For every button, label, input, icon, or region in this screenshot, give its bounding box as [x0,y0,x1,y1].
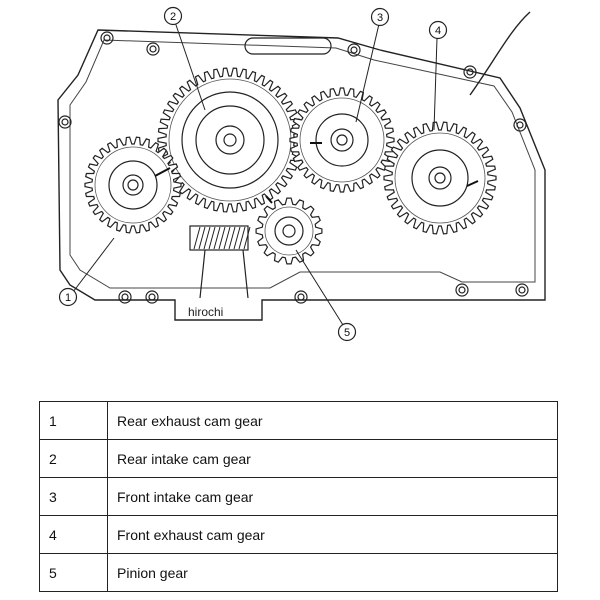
gear-1-root-circle [94,146,172,224]
legend-number: 2 [39,439,108,478]
legend-label: Front exhaust cam gear [107,515,558,554]
worm-thread-line [198,226,206,250]
housing-outline [57,29,546,321]
worm-thread-line [218,226,226,250]
worm-thread-line [228,226,236,250]
leader-lines [69,21,438,326]
worm-thread-line [243,226,251,250]
housing-slot [244,37,332,55]
cam-gear-diagram: 1 2 3 4 5 hirochi [57,6,546,342]
worm-thread-line [203,226,211,250]
svg-text:1: 1 [65,292,71,304]
legend-label: Front intake cam gear [107,477,558,516]
bolt-holes [58,31,529,304]
watermark-text: hirochi [188,305,223,319]
gear-hubs [108,91,469,246]
legend-label: Rear exhaust cam gear [107,401,558,440]
worm-thread-line [193,226,201,250]
gear-1 [84,136,182,234]
gear-4-root-circle [394,132,486,224]
gear-5-root-circle [264,206,314,256]
legend-number: 4 [39,515,108,554]
table-row: 3 Front intake cam gear [39,477,558,516]
svg-text:5: 5 [344,327,350,339]
timing-marks [154,142,479,204]
table-row: 4 Front exhaust cam gear [39,515,558,554]
table-row: 2 Rear intake cam gear [39,439,558,478]
worm-thread-line [238,226,246,250]
table-row: 1 Rear exhaust cam gear [39,401,558,440]
worm-thread-line [208,226,216,250]
legend-number: 1 [39,401,108,440]
svg-text:3: 3 [377,12,383,24]
cover-edge [469,11,531,96]
gear-2 [157,67,303,213]
worm-thread-line [233,226,241,250]
table-row: 5 Pinion gear [39,553,558,592]
callout-2: 2 [163,6,183,26]
svg-text:2: 2 [170,11,176,23]
svg-text:4: 4 [435,25,441,37]
gear-4 [383,121,497,235]
legend-table: 1 Rear exhaust cam gear 2 Rear intake ca… [39,401,558,592]
legend-number: 5 [39,553,108,592]
legend-label: Rear intake cam gear [107,439,558,478]
gear-3-root-circle [299,97,385,183]
callout-4: 4 [428,20,448,40]
worm-thread-line [223,226,231,250]
legend-number: 3 [39,477,108,516]
gear-3 [289,87,395,193]
gear-5 [255,197,323,265]
housing-inner-outline [69,39,536,289]
legend-label: Pinion gear [107,553,558,592]
worm-thread-line [213,226,221,250]
worm-gear [189,225,251,299]
callout-1: 1 [58,287,78,307]
callout-3: 3 [370,7,390,27]
callout-5: 5 [337,322,357,342]
